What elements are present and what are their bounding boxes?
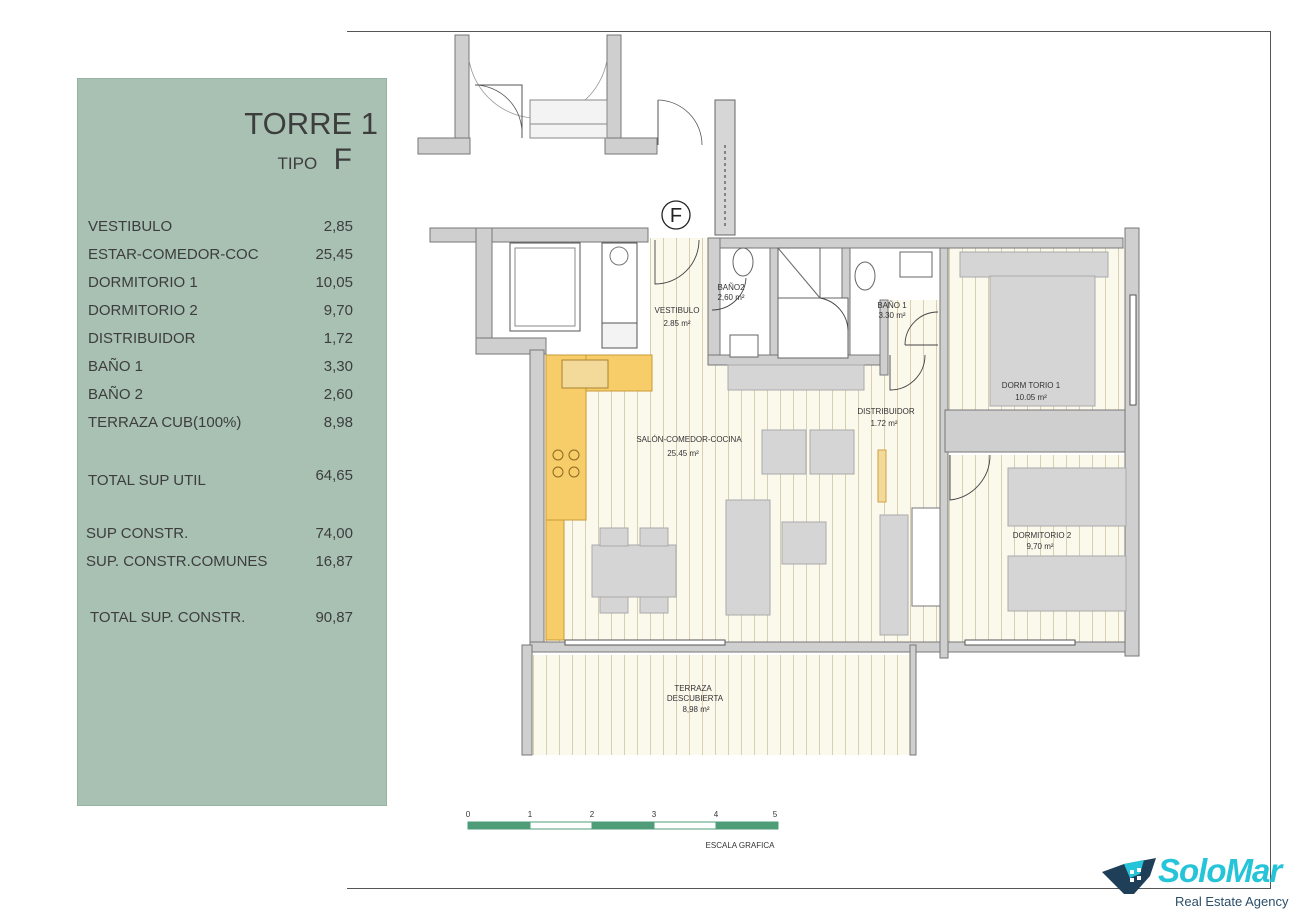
scale-tick: 0 [466,810,471,819]
area-value: 8,98 [323,414,353,431]
area-value: 9,70 [323,302,353,319]
area-label: DORMITORIO 2 [88,302,198,319]
room-area: 2,60 m² [717,293,744,302]
room-area: 9,70 m² [1026,542,1053,551]
doors [654,239,991,503]
drawing-frame-bottom [347,888,1271,889]
sup-constr-label: SUP CONSTR. [86,525,189,542]
surface-table-panel: TORRE 1 TIPO F VESTIBULO 2,85 ESTAR-COME… [77,78,387,806]
furniture [591,251,1127,636]
scale-tick: 2 [590,810,595,819]
total-constr-value: 90,87 [315,609,353,626]
room-label: SALÓN-COMEDOR-COCINA [636,435,742,444]
room-label: VESTIBULO [655,306,700,315]
scale-tick: 4 [714,810,719,819]
tipo-letter: F [333,143,352,176]
tipo-label: TIPO [277,154,318,173]
area-value: 3,30 [323,358,353,375]
room-area: 2.85 m² [663,319,690,328]
area-value: 1,72 [323,330,353,347]
sup-comunes-label: SUP. CONSTR.COMUNES [86,553,268,570]
room-label: DORMITORIO 2 [1013,531,1072,540]
area-label: BAÑO 2 [88,386,144,403]
sup-constr-value: 74,00 [315,525,353,542]
area-label: VESTIBULO [88,218,173,235]
scale-tick: 1 [528,810,533,819]
bathrooms [729,247,933,359]
logo-name: SoloMar [1158,852,1282,889]
room-area: 8,98 m² [682,705,709,714]
room-area: 1.72 m² [870,419,897,428]
building-logo-icon [1102,858,1156,894]
area-label: DISTRIBUIDOR [88,330,196,347]
area-label: DORMITORIO 1 [88,274,198,291]
entry-marker-letter: F [670,205,682,227]
area-value: 2,85 [323,218,353,235]
scale-label: ESCALA GRAFICA [706,841,776,850]
tipo-row: TIPO F [278,143,352,177]
logo-subtitle: Real Estate Agency [1175,894,1289,909]
entry-marker [661,200,691,230]
entry-core [417,34,736,236]
kitchen-counter [545,354,653,641]
total-constr-label: TOTAL SUP. CONSTR. [90,609,246,626]
drawing-frame-right [1270,31,1271,889]
windows [564,294,1137,646]
scale-tick: 3 [652,810,657,819]
laundry-block [429,227,649,355]
area-value: 2,60 [323,386,353,403]
drawing-frame-top [347,31,1271,32]
room-label: BAÑO2 [717,283,745,292]
solomar-logo: SoloMar Real Estate Agency [1100,848,1300,916]
scale-tick: 5 [773,810,778,819]
room-label: BAÑO 1 [877,301,907,310]
room-label: TERRAZA [674,684,712,693]
area-label: BAÑO 1 [88,358,144,375]
area-label: TERRAZA CUB(100%) [88,414,242,431]
area-label: ESTAR-COMEDOR-COC [88,246,259,263]
room-label: DORM TORIO 1 [1002,381,1061,390]
room-area: 25.45 m² [667,449,699,458]
walls [521,227,1140,756]
tower-title: TORRE 1 [244,106,378,141]
room-label: DISTRIBUIDOR [857,407,915,416]
room-area: 10.05 m² [1015,393,1047,402]
sup-comunes-value: 16,87 [315,553,353,570]
room-area: 3.30 m² [878,311,905,320]
area-value: 10,05 [315,274,353,291]
room-label-2: DESCUBIERTA [667,694,724,703]
area-value: 25,45 [315,246,353,263]
total-util-label: TOTAL SUP UTIL [88,472,206,489]
total-util-value: 64,65 [315,467,353,484]
scale-bar: 0 1 2 3 4 5 ESCALA GRAFICA [466,810,779,850]
